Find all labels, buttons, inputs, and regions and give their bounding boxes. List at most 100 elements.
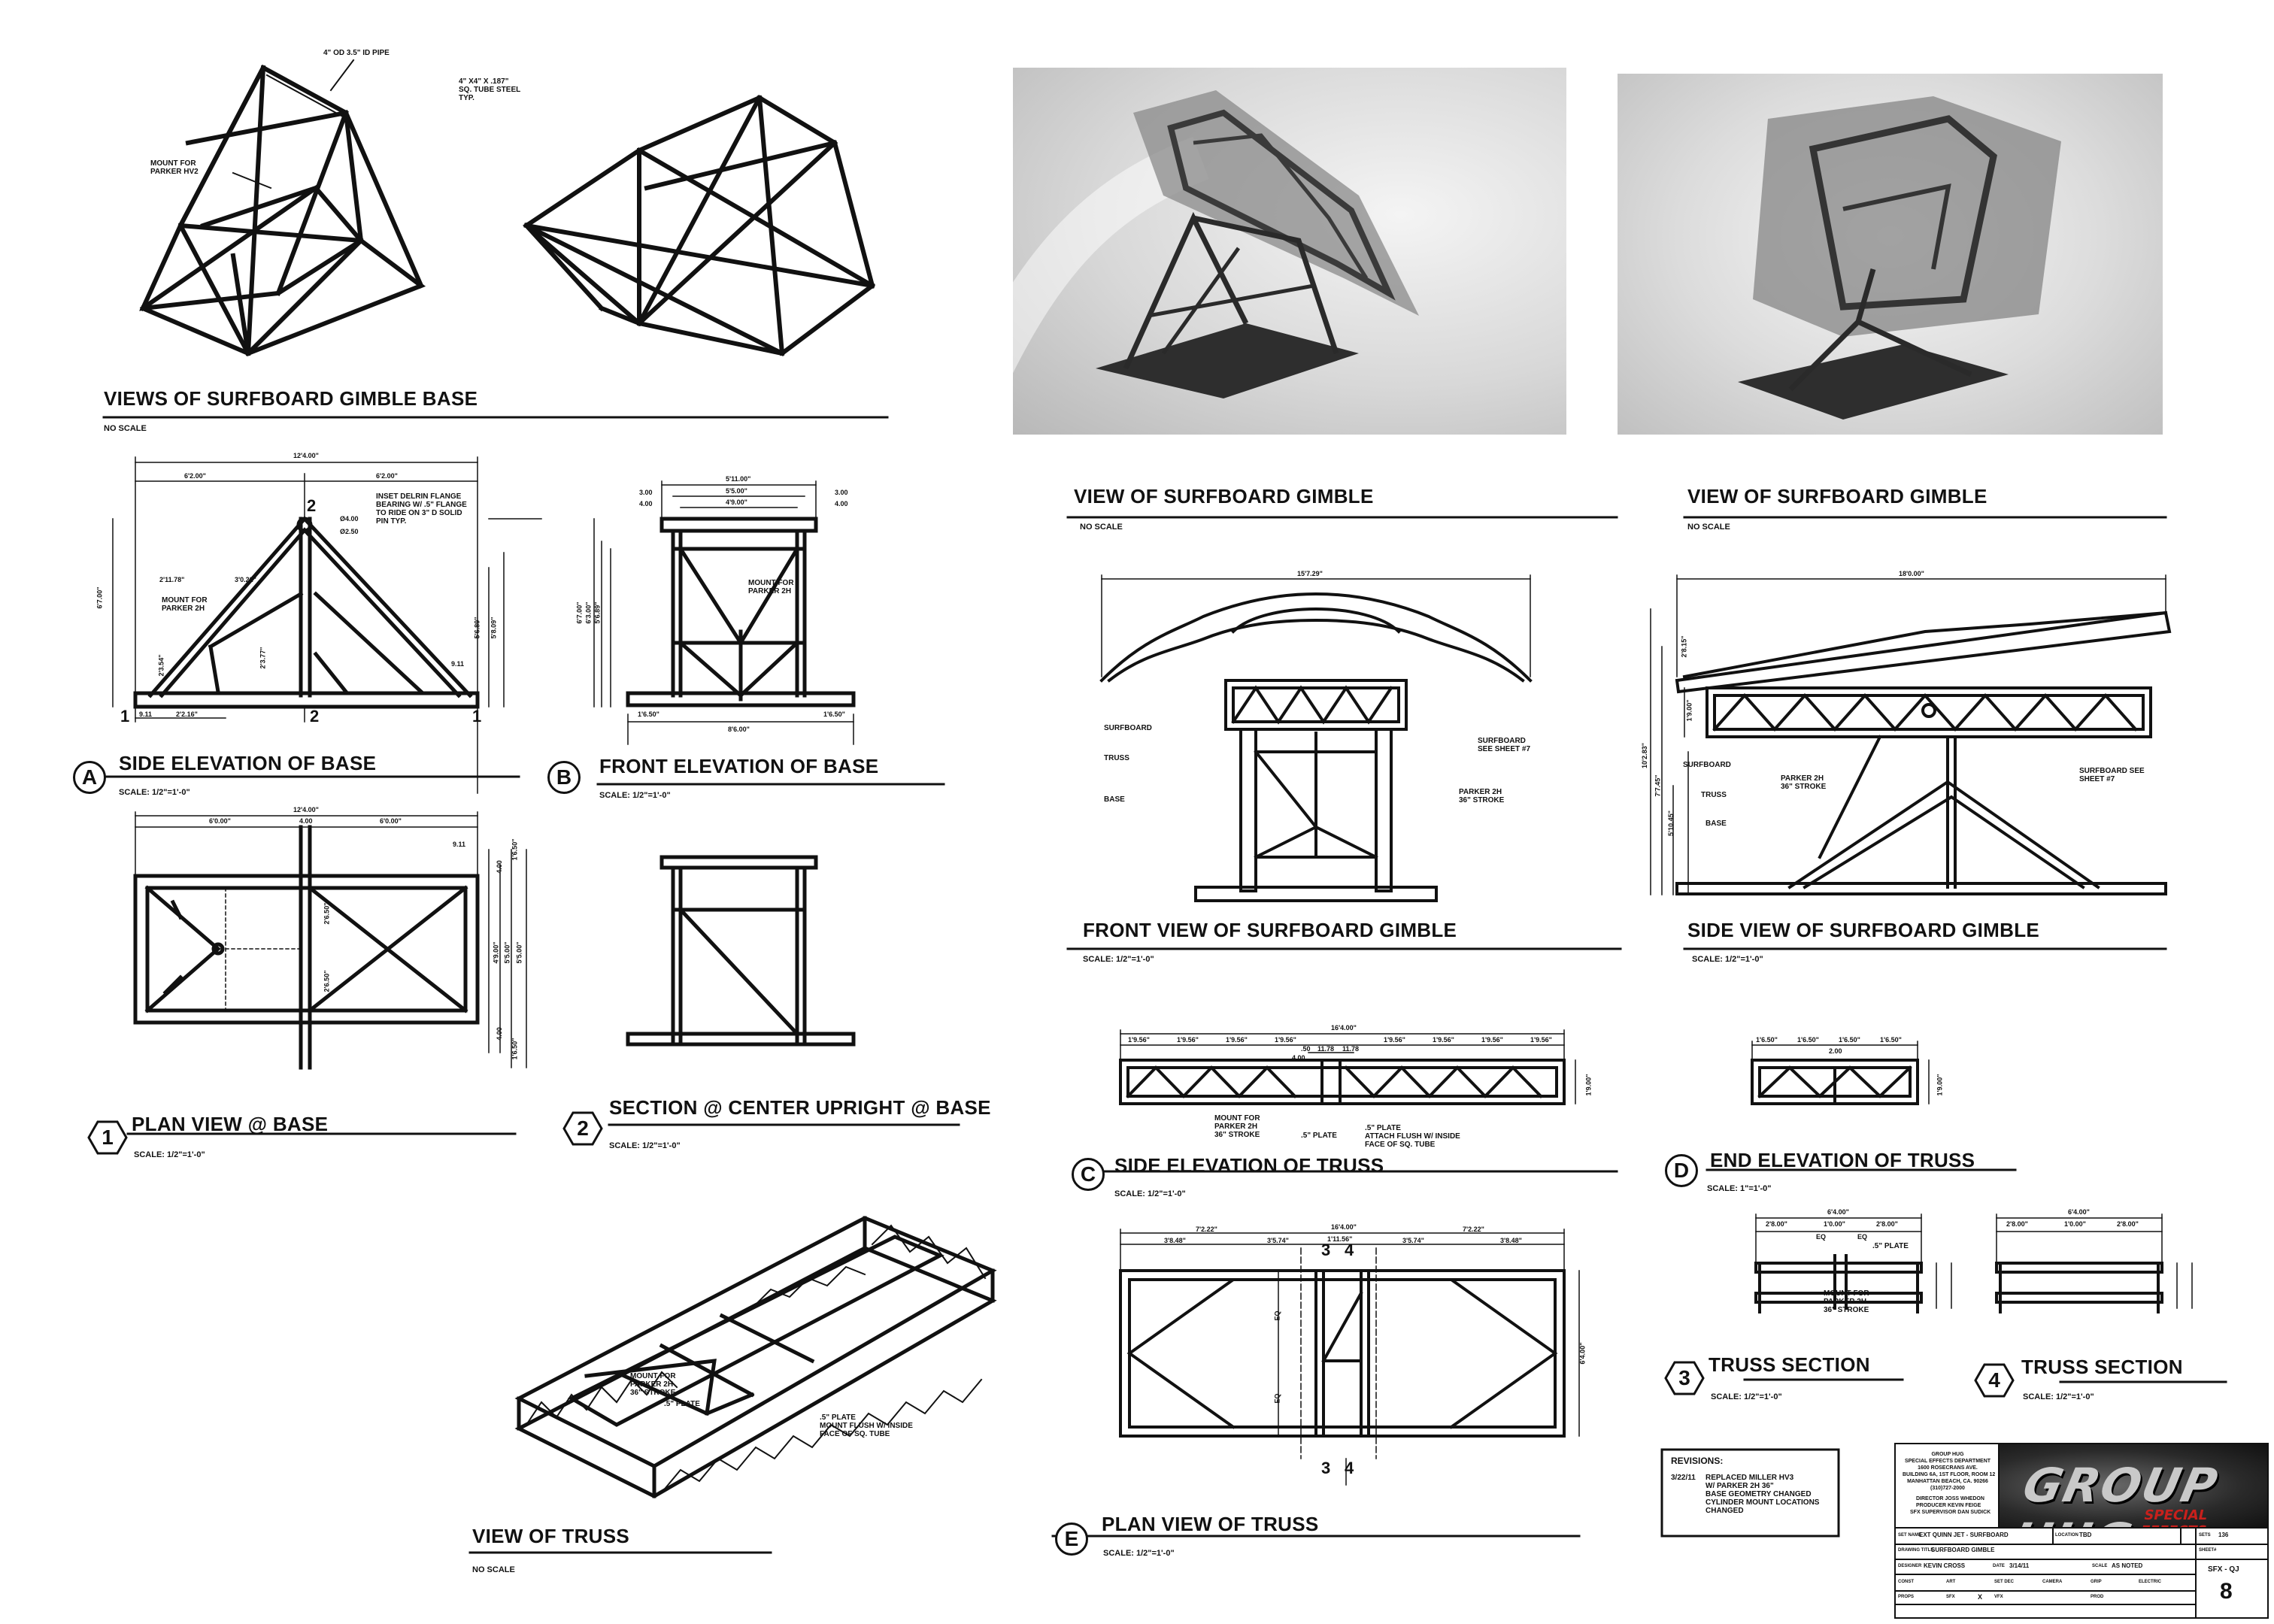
dim-p-650b: 1'6.50" <box>511 1038 519 1060</box>
scale-view-of-truss: NO SCALE <box>472 1565 515 1574</box>
dim-s4-overall: 6'4.00" <box>2068 1208 2090 1216</box>
tb-check-electric: ELECTRIC <box>2139 1580 2161 1584</box>
dim-p-400a: 4.00 <box>495 860 503 874</box>
dim-p-250: 2'6.50" <box>323 902 331 925</box>
dim-b-l: 1'6.50" <box>638 710 659 718</box>
dim-c-seg-4: 1'9.56" <box>1384 1036 1405 1044</box>
tb-drawing-title-label: DRAWING TITLE <box>1898 1548 1934 1553</box>
dim-c-overall: 16'4.00" <box>1331 1024 1357 1032</box>
dim-e-s1: 3'8.48" <box>1164 1237 1186 1244</box>
dim-p-911: 9.11 <box>453 841 466 848</box>
dim-p-r3: 5'5.00" <box>515 941 523 964</box>
scale-truss-section-3: SCALE: 1/2"=1'-0" <box>1711 1392 1782 1401</box>
dim-p-overall: 12'4.00" <box>293 806 319 814</box>
dim-a-d9: Ø2.50 <box>340 528 359 535</box>
title-block-frame <box>1894 1443 2269 1619</box>
marker-4: 4 <box>1974 1363 2015 1398</box>
dim-a-d3: 2'3.77" <box>259 647 267 669</box>
plan-view-base <box>133 825 480 1070</box>
tb-checked-mark: X <box>1978 1593 1983 1601</box>
marker-b: B <box>547 761 581 794</box>
callout-mount-2h-a: MOUNT FOR PARKER 2H <box>162 596 208 613</box>
side-elevation-truss <box>1119 1059 1566 1105</box>
dim-a-sec-b: 1 <box>120 707 130 726</box>
dim-p-c: 4.00 <box>299 817 313 825</box>
callout-truss-plate: .5" PLATE <box>664 1400 700 1408</box>
front-view-gimble <box>1099 592 1533 902</box>
title-truss-section-3: TRUSS SECTION <box>1709 1353 1870 1376</box>
iso-truss-view <box>514 1216 997 1498</box>
callout-truss-mount: MOUNT FOR PARKER 2H 36" STROKE <box>630 1372 676 1397</box>
tb-scale: AS NOTED <box>2112 1562 2143 1569</box>
dim-c-mid: 11.78 <box>1317 1045 1335 1053</box>
scale-view-gimble-1: NO SCALE <box>1080 523 1123 532</box>
dim-e-4-top: 4 <box>1345 1241 1354 1259</box>
callout-parker-36-b: PARKER 2H 36" STROKE <box>1781 774 1827 791</box>
dim-p-250b: 2'6.50" <box>323 970 331 992</box>
tb-check-set-dec: SET DEC <box>1994 1580 2015 1584</box>
dim-b-1: 5'5.00" <box>726 487 747 495</box>
tb-drawing-title: SURFBOARD GIMBLE <box>1931 1547 1995 1553</box>
title-view-gimble-2: VIEW OF SURFBOARD GIMBLE <box>1687 485 1987 508</box>
dim-sv-h5: 5'10.45" <box>1666 810 1675 836</box>
title-side-view-gimble: SIDE VIEW OF SURFBOARD GIMBLE <box>1687 919 2040 941</box>
dim-s3-eq2: EQ <box>1857 1233 1868 1241</box>
iso-base-right <box>523 94 876 357</box>
dim-b-h2: 6'3.00" <box>584 601 593 624</box>
callout-surfboard-a: SURFBOARD <box>1104 724 1152 732</box>
dim-a-d1: 2'11.78" <box>159 576 185 583</box>
side-view-gimble <box>1675 611 2172 895</box>
title-side-elevation-base: SIDE ELEVATION OF BASE <box>119 752 377 774</box>
dim-e-overall: 16'4.00" <box>1331 1223 1357 1231</box>
truss-section-3 <box>1754 1254 1923 1313</box>
tb-sets: 136 <box>2218 1532 2229 1538</box>
dim-c-seg-3: 1'9.56" <box>1275 1036 1296 1044</box>
dim-s4-c: 1'0.00" <box>2064 1220 2086 1228</box>
dim-c-400: 4.00 <box>1292 1054 1305 1062</box>
dim-a-d7: 9.11 <box>451 660 465 668</box>
render-gimble-perspective-1 <box>1013 68 1566 435</box>
callout-s3-plate: .5" PLATE <box>1872 1242 1909 1250</box>
dim-a-h: 6'7.00" <box>96 586 104 609</box>
dim-c-h: 1'9.00" <box>1584 1074 1593 1096</box>
dim-b-h3: 5'6.89" <box>593 601 602 624</box>
dim-d-seg-2: 1'6.50" <box>1839 1036 1860 1044</box>
marker-2: 2 <box>562 1111 603 1146</box>
dim-c-seg-7: 1'9.56" <box>1530 1036 1552 1044</box>
callout-parker-36: PARKER 2H 36" STROKE <box>1459 788 1505 804</box>
dim-a-h3: 5'8.09" <box>490 617 498 639</box>
callout-surfboard-see: SURFBOARD SEE SHEET #7 <box>1478 737 1531 753</box>
front-elevation-base <box>626 517 856 707</box>
scale-front-elevation-base: SCALE: 1/2"=1'-0" <box>599 791 671 800</box>
tb-check-camera: CAMERA <box>2042 1580 2063 1584</box>
dim-s3-eq1: EQ <box>1816 1233 1827 1241</box>
callout-truss-plate-flush: .5" PLATE MOUNT FLUSH W/ INSIDE FACE OF … <box>820 1413 913 1438</box>
dim-sv-h4: 7'7.45" <box>1654 774 1662 797</box>
dim-p-r: 6'0.00" <box>380 817 402 825</box>
callout-mount-hv2: MOUNT FOR PARKER HV2 <box>150 159 199 176</box>
dim-e-4-bottom: 4 <box>1345 1459 1354 1477</box>
dim-e-3-bottom: 3 <box>1321 1459 1331 1477</box>
dim-b-4: 3.00 <box>835 489 848 496</box>
tb-date: 3/14/11 <box>2009 1562 2030 1569</box>
dim-a-sec-b2: 1 <box>472 707 482 726</box>
dim-e-c: 1'11.56" <box>1327 1235 1353 1243</box>
dim-fv-overall: 15'7.29" <box>1297 570 1323 577</box>
plan-view-truss <box>1119 1269 1566 1438</box>
dim-a-d4: 2'2.16" <box>176 710 198 718</box>
callout-s3-mount: MOUNT FOR PARKER 2H 36" STROKE <box>1824 1289 1869 1314</box>
tb-sheet-code: SFX - QJ <box>2208 1565 2239 1574</box>
revisions-label: REVISIONS: <box>1671 1456 1724 1466</box>
tb-company: GROUP HUG SPECIAL EFFECTS DEPARTMENT 160… <box>1903 1452 1996 1491</box>
title-front-view-gimble: FRONT VIEW OF SURFBOARD GIMBLE <box>1083 919 1457 941</box>
dim-d-200: 2.00 <box>1829 1047 1842 1055</box>
scale-end-elevation-truss: SCALE: 1"=1'-0" <box>1707 1184 1772 1193</box>
dim-p-l: 6'0.00" <box>209 817 231 825</box>
dim-e-h: 6'4.00" <box>1578 1342 1587 1365</box>
dim-a-d6: 9.11 <box>139 710 153 718</box>
dim-p-r1: 4'9.00" <box>492 941 500 964</box>
tb-producer: PRODUCER KEVIN FEIGE <box>1916 1503 1981 1508</box>
callout-base-a: BASE <box>1104 795 1125 804</box>
scale-plan-view-truss: SCALE: 1/2"=1'-0" <box>1103 1549 1175 1558</box>
scale-side-elevation-base: SCALE: 1/2"=1'-0" <box>119 788 190 797</box>
